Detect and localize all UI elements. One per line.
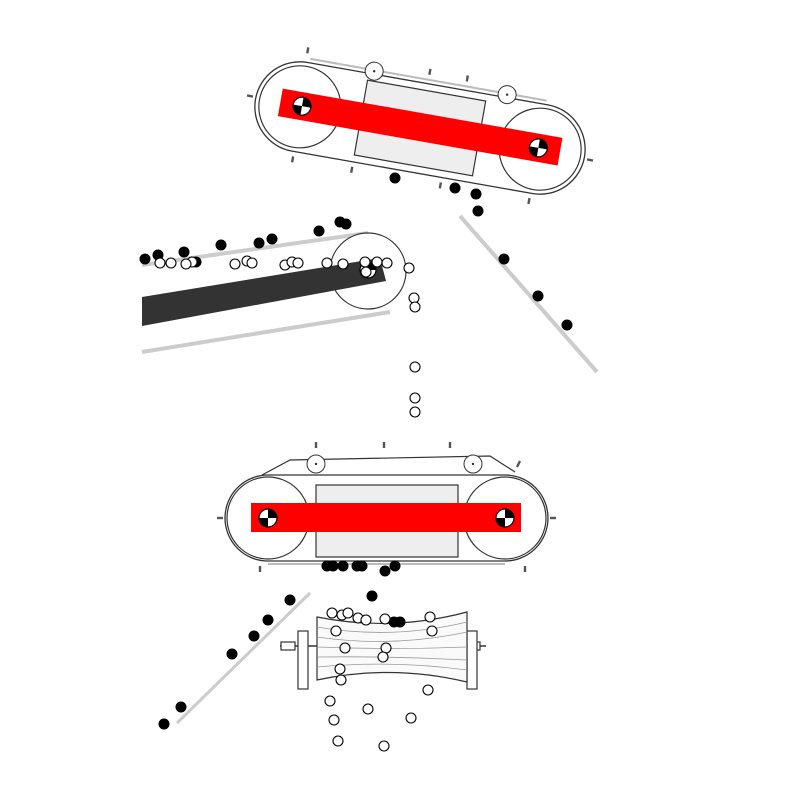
nonferrous-particle	[180, 258, 192, 270]
spool-drum-lines	[316, 621, 468, 671]
nonferrous-particle	[377, 651, 389, 663]
nonferrous-particle	[335, 674, 347, 686]
nonferrous-particle	[154, 257, 166, 269]
ferrous-particle	[379, 565, 391, 577]
nonferrous-particle	[403, 262, 415, 274]
nonferrous-particle	[246, 257, 258, 269]
lower-magnet-bar	[251, 503, 521, 532]
ferrous-particle	[175, 701, 187, 713]
nonferrous-particle	[360, 266, 372, 278]
spool-axle-left-cap	[280, 641, 296, 651]
upper-left-hub-icon	[292, 96, 312, 116]
nonferrous-particle	[332, 735, 344, 747]
spool-left-flange	[297, 630, 309, 690]
ferrous-particle	[389, 172, 401, 184]
nonferrous-particle	[326, 607, 338, 619]
ferrous-particle	[366, 590, 378, 602]
nonferrous-particle	[321, 257, 333, 269]
ferrous-particle	[337, 560, 349, 572]
nonferrous-particle	[409, 361, 421, 373]
lower-right-hub-icon	[495, 508, 515, 528]
ferrous-particle	[266, 233, 278, 245]
lower-idler-roller-icon	[306, 454, 483, 474]
upper-idler-roller-icon	[364, 61, 517, 105]
nonferrous-particle	[324, 695, 336, 707]
ferrous-particles	[139, 172, 573, 730]
nonferrous-particle	[422, 684, 434, 696]
nonferrous-particle	[360, 614, 372, 626]
feed-conveyor-bottom-belt	[141, 310, 391, 354]
ferrous-particle	[394, 616, 406, 628]
ferrous-particle	[284, 594, 296, 606]
ferrous-particle	[470, 188, 482, 200]
ferrous-particle	[248, 630, 260, 642]
ferrous-particle	[472, 205, 484, 217]
nonferrous-particle	[165, 257, 177, 269]
nonferrous-particle	[342, 607, 354, 619]
lower-magnet-belt	[224, 474, 549, 562]
nonferrous-particle	[337, 258, 349, 270]
nonferrous-particle	[334, 663, 346, 675]
ferrous-particle	[449, 182, 461, 194]
ferrous-particle	[389, 560, 401, 572]
upper-belt-cleats	[246, 47, 594, 205]
nonferrous-particle	[409, 392, 421, 404]
nonferrous-particle	[405, 712, 417, 724]
upper-magnet-belt	[254, 61, 586, 195]
ferrous-particle	[356, 560, 368, 572]
ferrous-particle	[215, 239, 227, 251]
nonferrous-particle	[362, 703, 374, 715]
ferrous-particle	[340, 218, 352, 230]
nonferrous-particle	[381, 257, 393, 269]
upper-overband-magnet	[246, 47, 594, 205]
nonferrous-particle	[426, 625, 438, 637]
lower-belt-cleats	[217, 442, 556, 572]
nonferrous-particle	[328, 714, 340, 726]
feed-conveyor-frame	[142, 258, 386, 326]
ferrous-particle	[561, 319, 573, 331]
ferrous-particle	[327, 560, 339, 572]
ferrous-particle	[158, 718, 170, 730]
nonferrous-particle	[424, 611, 436, 623]
nonferrous-particle	[292, 257, 304, 269]
upper-right-hub-icon	[528, 138, 548, 158]
nonferrous-particle	[409, 301, 421, 313]
nonferrous-particle	[409, 406, 421, 418]
nonferrous-particle	[408, 292, 420, 304]
ferrous-particle	[313, 225, 325, 237]
lower-left-hub-icon	[258, 508, 278, 528]
ferrous-particle	[253, 237, 265, 249]
nonferrous-particle	[379, 613, 391, 625]
ferrous-particle	[532, 290, 544, 302]
nonferrous-particle	[330, 625, 342, 637]
upper-discharge-chute	[458, 214, 599, 374]
ferrous-particle	[139, 253, 151, 265]
nonferrous-particle	[339, 642, 351, 654]
upper-magnet-bar	[277, 88, 563, 166]
lower-magnet-top-belt	[261, 455, 516, 476]
lower-overband-magnet	[217, 442, 556, 572]
ferrous-particle	[262, 614, 274, 626]
ferrous-particle	[226, 648, 238, 660]
ferrous-particle	[178, 246, 190, 258]
lower-discharge-chute	[175, 591, 312, 725]
nonferrous-particles	[154, 255, 438, 752]
ferrous-particle	[498, 253, 510, 265]
nonferrous-particle	[359, 256, 371, 268]
nonferrous-particle	[371, 256, 383, 268]
nonferrous-particle	[378, 740, 390, 752]
nonferrous-particle	[229, 258, 241, 270]
feed-conveyor-top-belt	[141, 231, 369, 267]
spool-right-flange	[466, 630, 478, 690]
